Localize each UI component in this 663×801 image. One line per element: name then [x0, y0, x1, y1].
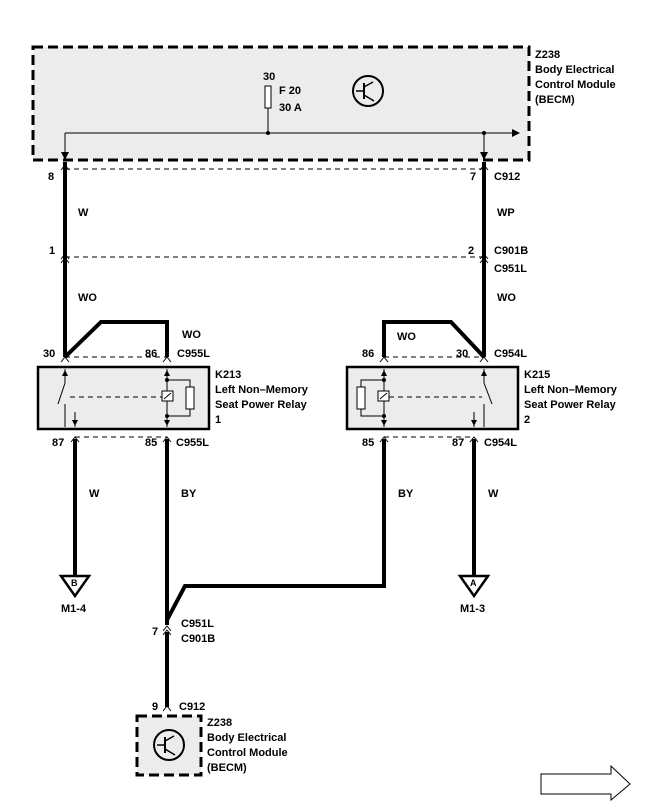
- becm-bottom-name-3: (BECM): [207, 762, 247, 774]
- wire-color-k213-85: BY: [181, 488, 197, 500]
- relay-k213-name-2: Seat Power Relay: [215, 399, 308, 411]
- ground-right-letter: A: [470, 578, 477, 588]
- inline-pin-2: 2: [468, 245, 474, 257]
- becm-bottom-id: Z238: [207, 717, 232, 729]
- c912-pin-7: 7: [470, 171, 476, 183]
- k215-pin-86: 86: [362, 348, 374, 360]
- c912-top-connector-label: C912: [494, 171, 520, 183]
- fuse-f20-symbol: [264, 85, 272, 109]
- relay-k213-name-3: 1: [215, 414, 221, 426]
- wire-color-right-upper: WP: [497, 207, 515, 219]
- splice-name-b: C901B: [181, 633, 215, 645]
- becm-top-transistor-icon: [352, 75, 384, 107]
- wire-color-right-mid: WO: [497, 292, 516, 304]
- wire-color-k213-87: W: [89, 488, 100, 500]
- k215-bottom-connector: C954L: [484, 437, 517, 449]
- c912-bottom-pin-9: 9: [152, 701, 158, 713]
- wire-color-left-mid: WO: [78, 292, 97, 304]
- k213-top-connector: C955L: [177, 348, 210, 360]
- relay-k215-id: K215: [524, 369, 550, 381]
- ground-m1-4: B M1-4: [58, 574, 92, 615]
- k213-bottom-connector: C955L: [176, 437, 209, 449]
- becm-top-name-3: (BECM): [535, 94, 575, 106]
- fuse-rating-label: 30 A: [279, 102, 302, 114]
- relay-k213: K213 Left Non–Memory Seat Power Relay 1: [36, 365, 309, 431]
- becm-module-top: 30 F 20 30 A Z238 Body Electrical Contro…: [31, 45, 616, 162]
- relay-k215: K215 Left Non–Memory Seat Power Relay 2: [345, 365, 618, 431]
- k215-pin-87: 87: [452, 437, 464, 449]
- becm-bottom-outline: [135, 714, 203, 777]
- relay-k215-name-3: 2: [524, 414, 530, 426]
- k215-pin-85: 85: [362, 437, 374, 449]
- fuse-name-label: F 20: [279, 85, 301, 97]
- k213-pin-87: 87: [52, 437, 64, 449]
- splice-name-a: C951L: [181, 618, 214, 630]
- becm-top-id: Z238: [535, 49, 560, 61]
- wire-k213-30-86-bridge: [63, 320, 169, 359]
- relay-k215-name-1: Left Non–Memory: [524, 384, 618, 396]
- becm-bottom-name-1: Body Electrical: [207, 732, 286, 744]
- becm-bottom-name-2: Control Module: [207, 747, 288, 759]
- inline-connector-name-a: C901B: [494, 245, 528, 257]
- inline-connector-name-b: C951L: [494, 263, 527, 275]
- wire-color-k215-85: BY: [398, 488, 414, 500]
- wire-color-k215-bridge: WO: [397, 331, 416, 343]
- ground-left-label: M1-4: [61, 603, 87, 615]
- ground-m1-3: A M1-3: [457, 574, 491, 615]
- wire-color-k213-bridge: WO: [182, 329, 201, 341]
- splice-c951l-c901b: 7 C951L C901B: [152, 618, 215, 645]
- k215-top-connector: C954L: [494, 348, 527, 360]
- wire-k215-30-86-bridge: [382, 320, 486, 359]
- relay-k213-id: K213: [215, 369, 241, 381]
- splice-pin-7: 7: [152, 626, 158, 638]
- becm-top-name-2: Control Module: [535, 79, 616, 91]
- k213-pin-30: 30: [43, 348, 55, 360]
- k213-pin-85: 85: [145, 437, 157, 449]
- becm-bottom-transistor-icon: [153, 729, 185, 761]
- wire-k215-85-splice: [165, 439, 386, 621]
- k213-pin-86: 86: [145, 348, 157, 360]
- k215-pin-30: 30: [456, 348, 468, 360]
- ground-left-letter: B: [71, 578, 78, 588]
- c912-pin-8: 8: [48, 171, 54, 183]
- inline-pin-1: 1: [49, 245, 55, 257]
- relay-k215-body: [345, 365, 520, 431]
- c912-bottom-connector: C912: [179, 701, 205, 713]
- wire-color-left-upper: W: [78, 207, 89, 219]
- relay-k213-body: [36, 365, 211, 431]
- wire-color-k215-87: W: [488, 488, 499, 500]
- relay-k213-name-1: Left Non–Memory: [215, 384, 309, 396]
- becm-module-bottom: Z238 Body Electrical Control Module (BEC…: [135, 714, 288, 777]
- fuse-pin-label: 30: [263, 71, 275, 83]
- relay-k215-name-2: Seat Power Relay: [524, 399, 617, 411]
- arrow-right-icon[interactable]: [540, 764, 631, 801]
- becm-top-outline: [31, 45, 531, 162]
- ground-right-label: M1-3: [460, 603, 485, 615]
- becm-top-name-1: Body Electrical: [535, 64, 614, 76]
